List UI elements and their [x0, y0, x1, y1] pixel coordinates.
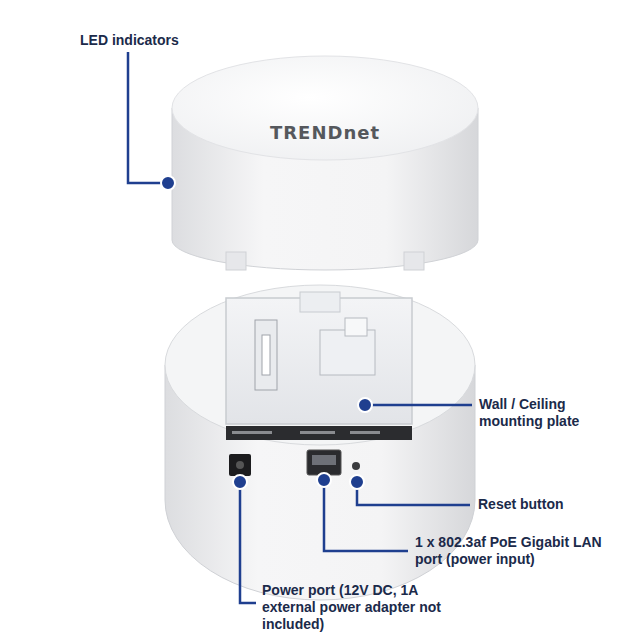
callout-label: 1 x 802.3af PoE Gigabit LAN port (power …: [415, 534, 607, 568]
power-port: [229, 454, 251, 476]
callout-dot: [161, 176, 175, 190]
leader-line: [128, 52, 161, 183]
callout-label: Power port (12V DC, 1A external power ad…: [262, 582, 462, 632]
callout-dot: [358, 398, 372, 412]
label-holder: Reset button: [478, 496, 628, 513]
leader-lines: [128, 52, 472, 603]
label-holder: Wall / Ceiling mounting plate: [479, 396, 629, 430]
reset-hole: [352, 462, 360, 470]
label-holder: 1 x 802.3af PoE Gigabit LAN port (power …: [415, 534, 607, 568]
leader-line: [357, 489, 470, 505]
leader-line: [240, 489, 256, 603]
label-holder: TRENDnet: [270, 124, 380, 142]
access-point-top: [172, 56, 478, 270]
callout-dot: [350, 475, 364, 489]
callout-dots: [161, 176, 372, 489]
callout-label: Wall / Ceiling mounting plate: [479, 396, 629, 430]
leader-line: [324, 487, 408, 551]
brand-logo: TRENDnet: [270, 124, 380, 142]
label-holder: Power port (12V DC, 1A external power ad…: [262, 582, 462, 632]
callout-dot: [233, 475, 247, 489]
callout-label: LED indicators: [80, 32, 280, 49]
callout-dot: [317, 473, 331, 487]
label-holder: LED indicators: [80, 32, 280, 49]
lan-port: [307, 450, 341, 475]
callout-label: Reset button: [478, 496, 628, 513]
leader-line: [372, 404, 472, 407]
product-label: [226, 426, 412, 440]
